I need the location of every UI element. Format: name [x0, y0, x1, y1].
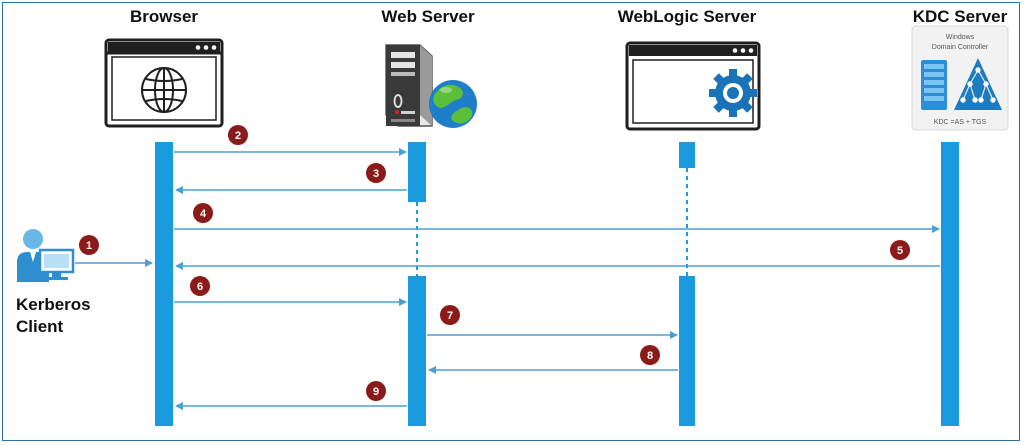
browser-lifeline: [155, 142, 173, 426]
step-marker-6: 6: [190, 276, 210, 296]
svg-text:2: 2: [235, 130, 241, 142]
step-marker-2: 2: [228, 125, 248, 145]
browser-header: Browser: [129, 7, 199, 26]
svg-text:8: 8: [647, 350, 653, 362]
browser-gear-icon: [625, 41, 761, 131]
user-computer-icon: [17, 229, 75, 282]
step-marker-5: 5: [890, 240, 910, 260]
globe-icon: [429, 80, 477, 128]
server-tower-icon: [385, 44, 433, 127]
kdc-server-header: KDC Server: [912, 7, 1008, 26]
svg-text:1: 1: [86, 240, 92, 252]
server-rack-icon: [921, 60, 947, 110]
kdc-box-footer: KDC =AS + TGS: [934, 119, 987, 126]
kdc-lifeline: [941, 142, 959, 426]
step-marker-8: 8: [640, 345, 660, 365]
step-marker-3: 3: [366, 163, 386, 183]
svg-text:4: 4: [200, 208, 207, 220]
svg-text:9: 9: [373, 386, 379, 398]
step-marker-9: 9: [366, 381, 386, 401]
svg-text:6: 6: [197, 281, 203, 293]
domain-tree-icon: [954, 58, 1002, 110]
step-marker-1: 1: [79, 235, 99, 255]
weblogic-server-header: WebLogic Server: [617, 7, 757, 26]
weblogic-lifeline: [679, 142, 695, 426]
svg-text:5: 5: [897, 245, 903, 257]
web-server-header: Web Server: [381, 7, 475, 26]
step-marker-7: 7: [440, 305, 460, 325]
browser-globe-icon: [104, 38, 224, 128]
kdc-box-line1: Windows: [946, 34, 975, 41]
kdc-box-line2: Domain Controller: [932, 44, 989, 51]
client-label-line2: Client: [16, 317, 64, 336]
web-server-lifeline: [408, 142, 426, 426]
svg-text:3: 3: [373, 168, 379, 180]
client-label-line1: Kerberos: [16, 295, 91, 314]
kdc-server-box: Windows Domain Controller: [911, 25, 1009, 131]
svg-text:7: 7: [447, 310, 453, 322]
step-marker-4: 4: [193, 203, 213, 223]
